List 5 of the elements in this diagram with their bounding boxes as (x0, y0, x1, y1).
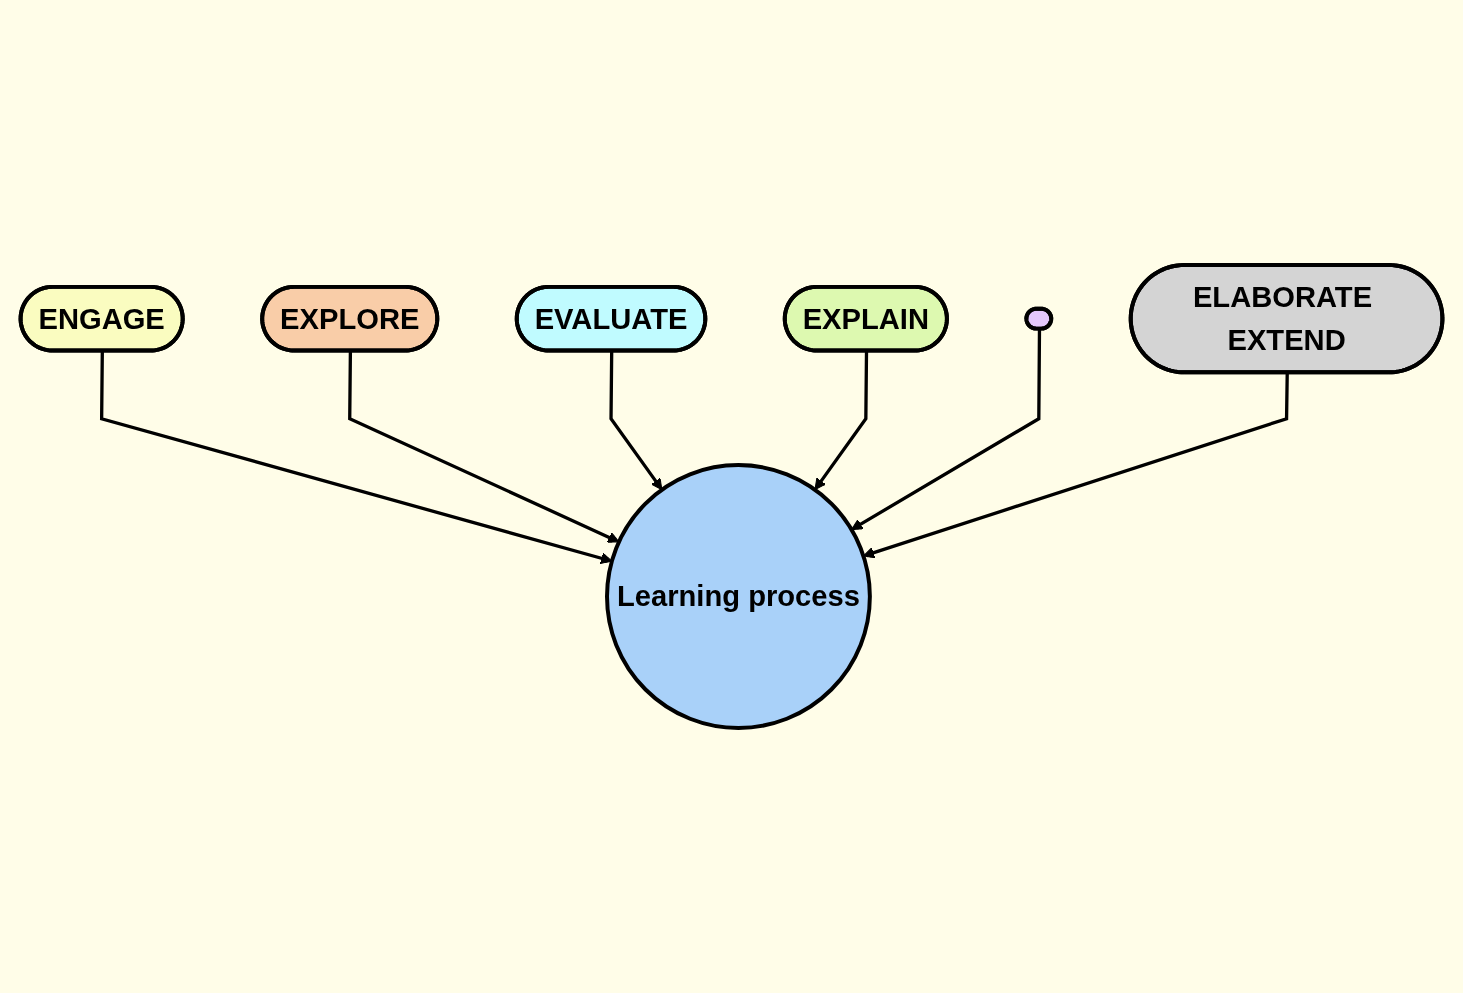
arrow (814, 351, 869, 491)
node-circle: Learning process (605, 463, 872, 730)
arrow (348, 351, 620, 543)
arrow (609, 351, 663, 491)
arrow (851, 329, 1042, 531)
